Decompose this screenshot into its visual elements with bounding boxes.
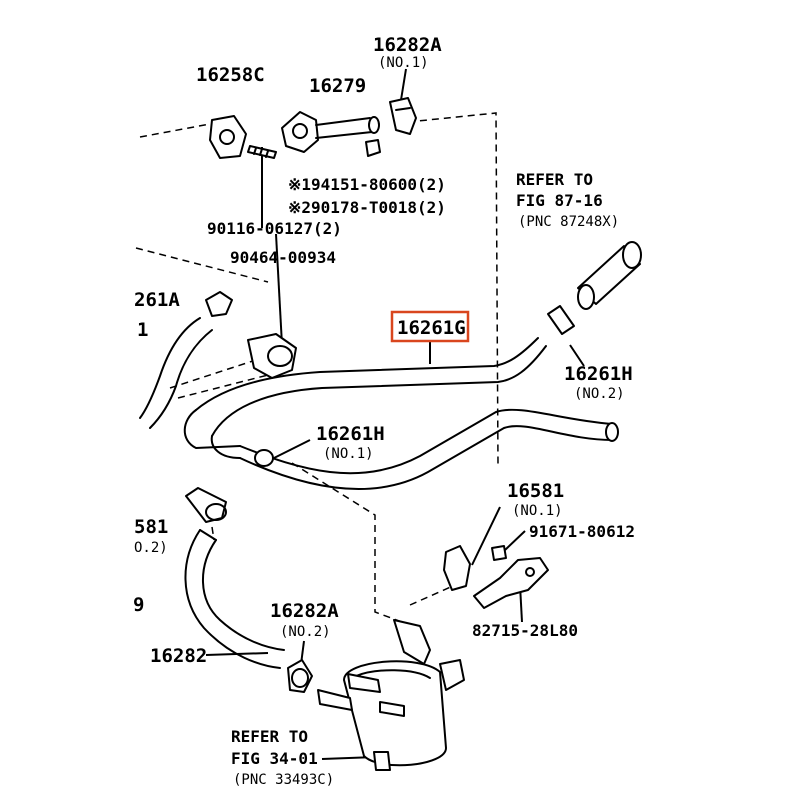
label-16261H-no1[interactable]: 16261H: [316, 423, 385, 445]
label-82715[interactable]: 82715-28L80: [472, 621, 578, 640]
clamp-16581-no1[interactable]: [443, 545, 471, 591]
label-16581-no1[interactable]: 16581: [507, 480, 564, 502]
label-16581-no1-qualifier: (NO.1): [512, 503, 563, 519]
label-16282A-no1-qualifier: (NO.1): [378, 55, 429, 71]
label-bolt-194151[interactable]: ※194151-80600(2): [288, 175, 446, 194]
pipe-16279[interactable]: [281, 111, 380, 153]
clamp-16282A-no1[interactable]: [389, 97, 417, 135]
label-91671[interactable]: 91671-80612: [529, 522, 635, 541]
hose-16282[interactable]: [184, 529, 285, 669]
plug-16261H-no1[interactable]: [254, 449, 274, 467]
bracket-82715[interactable]: [473, 557, 549, 609]
part-labels: 16258C 16279 16282A (NO.1) ※194151-80600…: [133, 34, 635, 788]
label-refer-fig34-line3: (PNC 33493C): [233, 772, 334, 788]
bolt-91671[interactable]: [491, 545, 507, 561]
connector-fig87[interactable]: [577, 241, 642, 310]
clamp-16282A-no2[interactable]: [287, 659, 313, 693]
clamp-16581-no2[interactable]: [185, 487, 227, 523]
label-16282[interactable]: 16282: [150, 645, 207, 667]
label-16282A-no2[interactable]: 16282A: [270, 600, 339, 622]
label-90116[interactable]: 90116-06127(2): [207, 219, 342, 238]
label-16261G[interactable]: 16261G: [397, 317, 466, 339]
label-16261H-no2[interactable]: 16261H: [564, 363, 633, 385]
label-16581-left-qualifier-partial: O.2): [134, 540, 168, 556]
label-refer-fig34-line2[interactable]: FIG 34-01: [231, 749, 318, 768]
label-16261H-no1-qualifier: (NO.1): [323, 446, 374, 462]
label-edge-partial: 9: [133, 594, 144, 616]
label-refer-fig87-line2[interactable]: FIG 87-16: [516, 191, 603, 210]
label-16282A-no2-qualifier: (NO.2): [280, 624, 331, 640]
label-16581-left-partial[interactable]: 581: [134, 516, 168, 538]
clamp-16261A[interactable]: [205, 291, 233, 317]
clip-90464[interactable]: [247, 333, 297, 379]
label-16261H-no2-qualifier: (NO.2): [574, 386, 625, 402]
label-90464[interactable]: 90464-00934: [230, 248, 336, 267]
label-bolt-290178[interactable]: ※290178-T0018(2): [288, 198, 446, 217]
label-16258C[interactable]: 16258C: [196, 64, 265, 86]
label-refer-fig34-line1: REFER TO: [231, 727, 308, 746]
highlight-box-16261G: [390, 310, 470, 343]
hose-left-partial[interactable]: [139, 317, 213, 429]
label-16282A-no1[interactable]: 16282A: [373, 34, 442, 56]
label-refer-fig87-line3: (PNC 87248X): [518, 214, 619, 230]
flange-16258C[interactable]: [209, 115, 247, 159]
stud-bolt[interactable]: [247, 145, 277, 159]
label-16261A-partial[interactable]: 261A: [134, 289, 180, 311]
label-16279[interactable]: 16279: [309, 75, 366, 97]
hose-main[interactable]: [239, 408, 619, 490]
nut-small[interactable]: [365, 139, 381, 157]
label-16261-partial[interactable]: 1: [137, 319, 148, 341]
hose-16261G[interactable]: [183, 337, 547, 459]
oil-cooler[interactable]: [317, 619, 465, 771]
label-refer-fig87-line1: REFER TO: [516, 170, 593, 189]
plug-16261H-no2[interactable]: [547, 305, 575, 335]
